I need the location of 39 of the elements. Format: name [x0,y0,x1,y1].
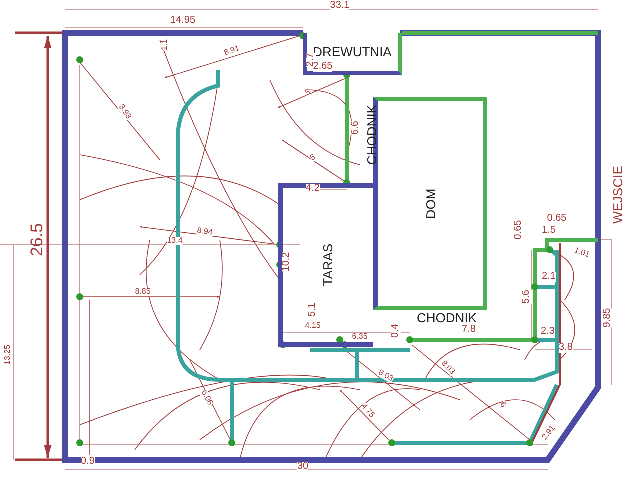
dimension-label: 5.6 [522,290,532,304]
dimension-label: 1.01 [573,246,591,260]
dimension-label: 0.65 [547,214,567,224]
dimension-label: 30 [297,462,309,472]
dimension-label: 10.2 [282,252,292,272]
area-label: CHODNIK [417,312,477,324]
dimension-label: 4.75 [360,402,376,420]
dimension-label: 0.4 [391,324,401,338]
dimension-label: 8.91 [223,44,241,58]
dimension-label: 5.1 [308,303,318,317]
area-label: DOM [423,188,438,219]
dimension-label: 0.65 [514,220,524,240]
dimension-label: 2.3 [541,327,555,337]
dimension-label: 14.95 [170,16,196,26]
dimension-label: 4.15 [305,322,321,330]
dimension-label: 0.9 [81,457,95,467]
dimension-label: 1.1 [161,39,169,51]
dimension-label: 6.35 [352,333,368,341]
area-label: CHODNIK [366,105,378,165]
dimension-label: 8.85 [135,288,151,296]
dimension-label: 2.65 [313,62,333,72]
dimension-label: 13.25 [4,344,12,366]
dimension-label: 3.8 [559,343,573,353]
area-label: DREWUTNIA [313,44,392,60]
dimension-label: 9.85 [603,308,613,328]
dimension-label: 5 [304,88,312,98]
dimension-label: 6 [498,400,508,410]
dimension-label: 6.6 [351,121,361,135]
dimension-label: 5 [309,153,317,163]
dimension-label: 4.2 [306,184,320,194]
dimension-label: 8.94 [196,226,214,238]
area-label: WEJSCIE [612,166,624,224]
dimension-label: 1.5 [542,226,556,236]
dimension-label: 33.1 [330,1,350,11]
dimension-label: 13.4 [167,237,183,245]
dimension-label: 2.1 [542,272,556,282]
dimension-label: 26.5 [28,223,46,257]
dimension-label: 7.8 [462,325,476,335]
area-label: TARAS [320,244,336,286]
